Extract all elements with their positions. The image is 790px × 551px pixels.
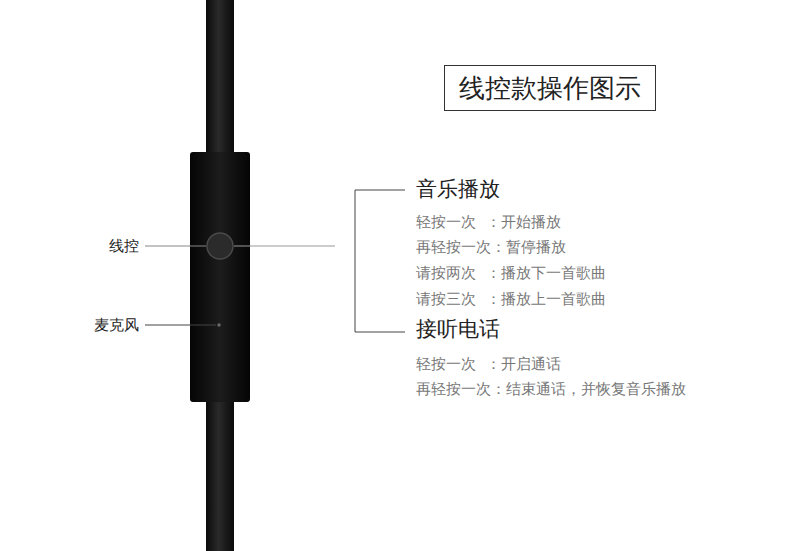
leader-line [145,325,216,326]
instruction-line: 再轻按一次：暂停播放 [416,238,566,256]
leader-line [234,246,335,247]
control-button [207,233,233,259]
remote-housing [190,152,250,402]
instruction-line: 请按两次 ：播放下一首歌曲 [416,264,606,282]
bracket [355,190,405,332]
instruction-line: 轻按一次 ：开始播放 [416,213,561,231]
title-box: 线控款操作图示 [444,65,656,112]
instruction-line: 请按三次 ：播放上一首歌曲 [416,290,606,308]
section-heading: 接听电话 [416,317,500,342]
mic-hole [217,323,221,327]
instruction-line: 再轻按一次：结束通话，并恢复音乐播放 [416,380,686,398]
section-heading: 音乐播放 [416,177,500,202]
part-label: 麦克风 [94,316,139,334]
leader-line [145,246,206,247]
part-label: 线控 [109,237,139,255]
instruction-line: 轻按一次 ：开启通话 [416,355,561,373]
